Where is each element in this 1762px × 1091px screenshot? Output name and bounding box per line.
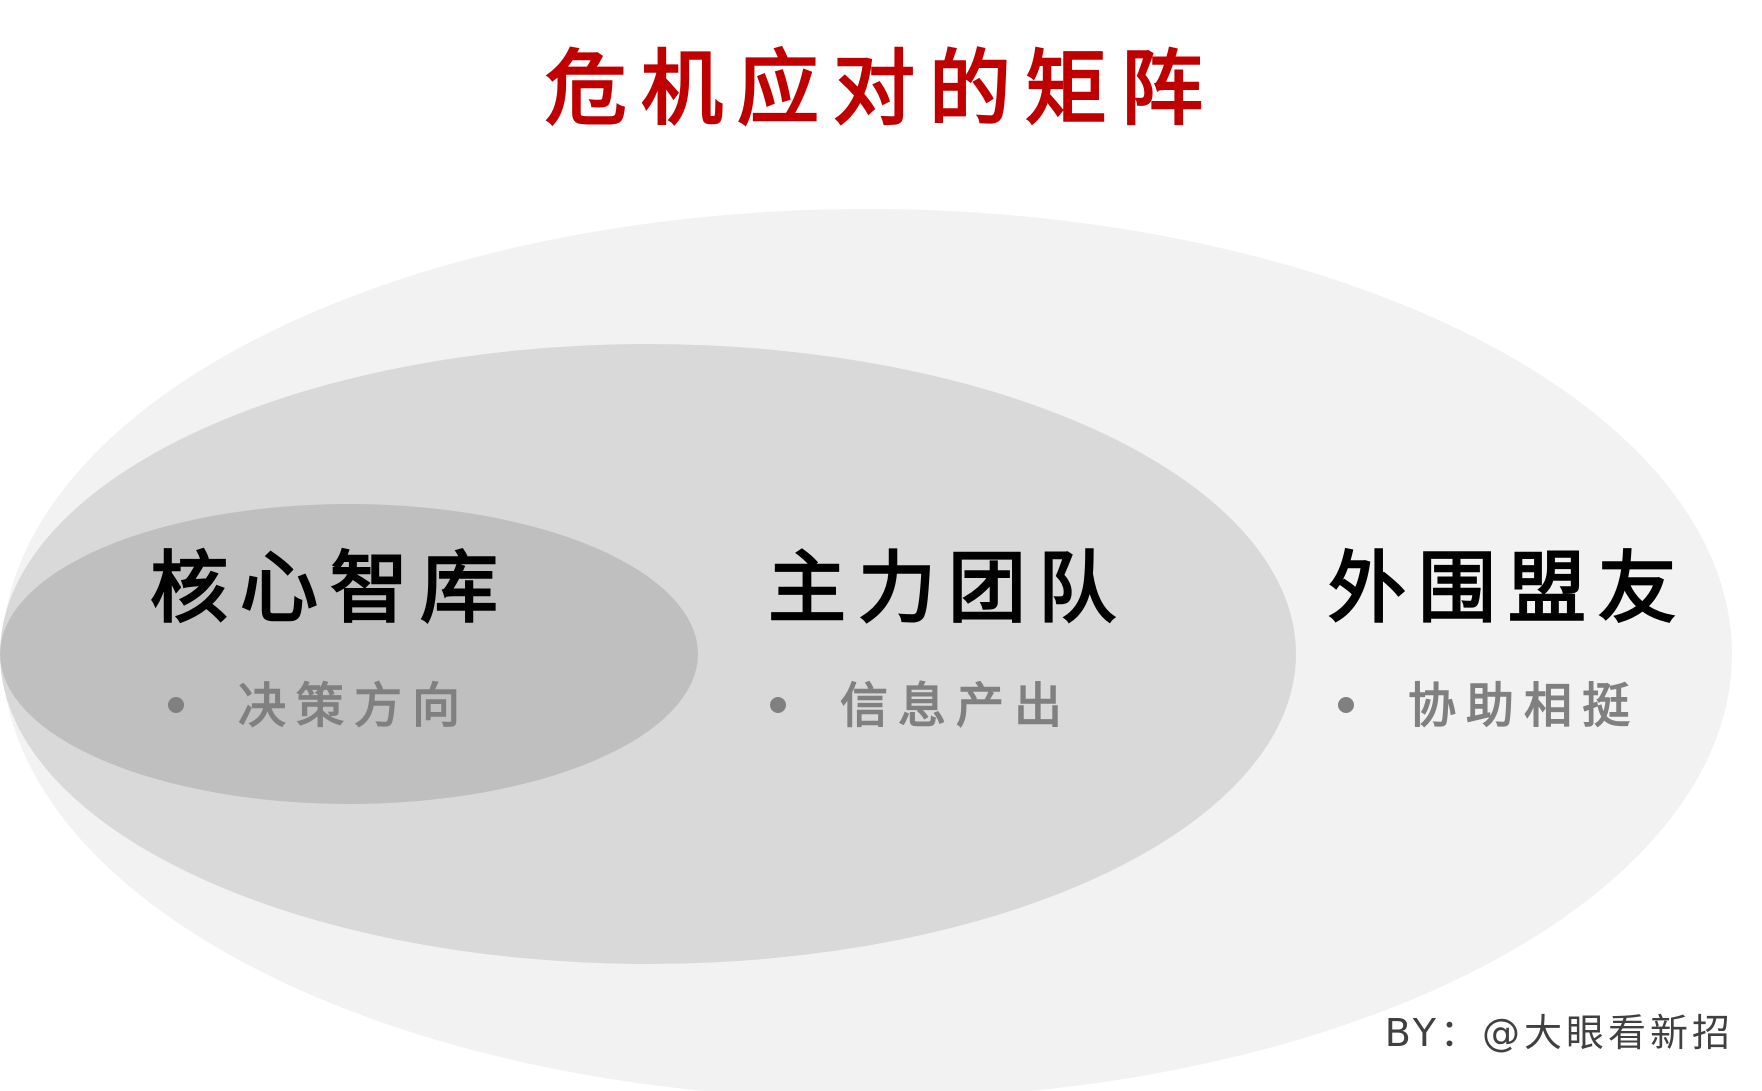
ring-middle-bullet-text: 信息产出 xyxy=(840,678,1073,734)
bullet-dot-icon xyxy=(168,697,184,713)
ring-outer-bullet-item: 协助相挺 xyxy=(1338,676,1640,736)
bullet-dot-icon xyxy=(1338,697,1354,713)
ring-outer-bullet-text: 协助相挺 xyxy=(1408,678,1641,734)
ring-inner-bullet-item: 决策方向 xyxy=(168,676,470,736)
bullet-dot-icon xyxy=(770,697,786,713)
ring-inner-label: 核心智库 xyxy=(150,544,511,634)
ring-middle-label: 主力团队 xyxy=(768,544,1129,634)
ring-middle-bullet-item: 信息产出 xyxy=(770,676,1072,736)
diagram-title: 危机应对的矩阵 xyxy=(544,42,1217,137)
author-credit: BY：@大眼看新招 xyxy=(1384,1011,1734,1055)
ring-outer-label: 外围盟友 xyxy=(1328,544,1689,634)
ring-inner-ellipse xyxy=(0,504,698,804)
ring-inner-bullet-text: 决策方向 xyxy=(238,678,471,734)
